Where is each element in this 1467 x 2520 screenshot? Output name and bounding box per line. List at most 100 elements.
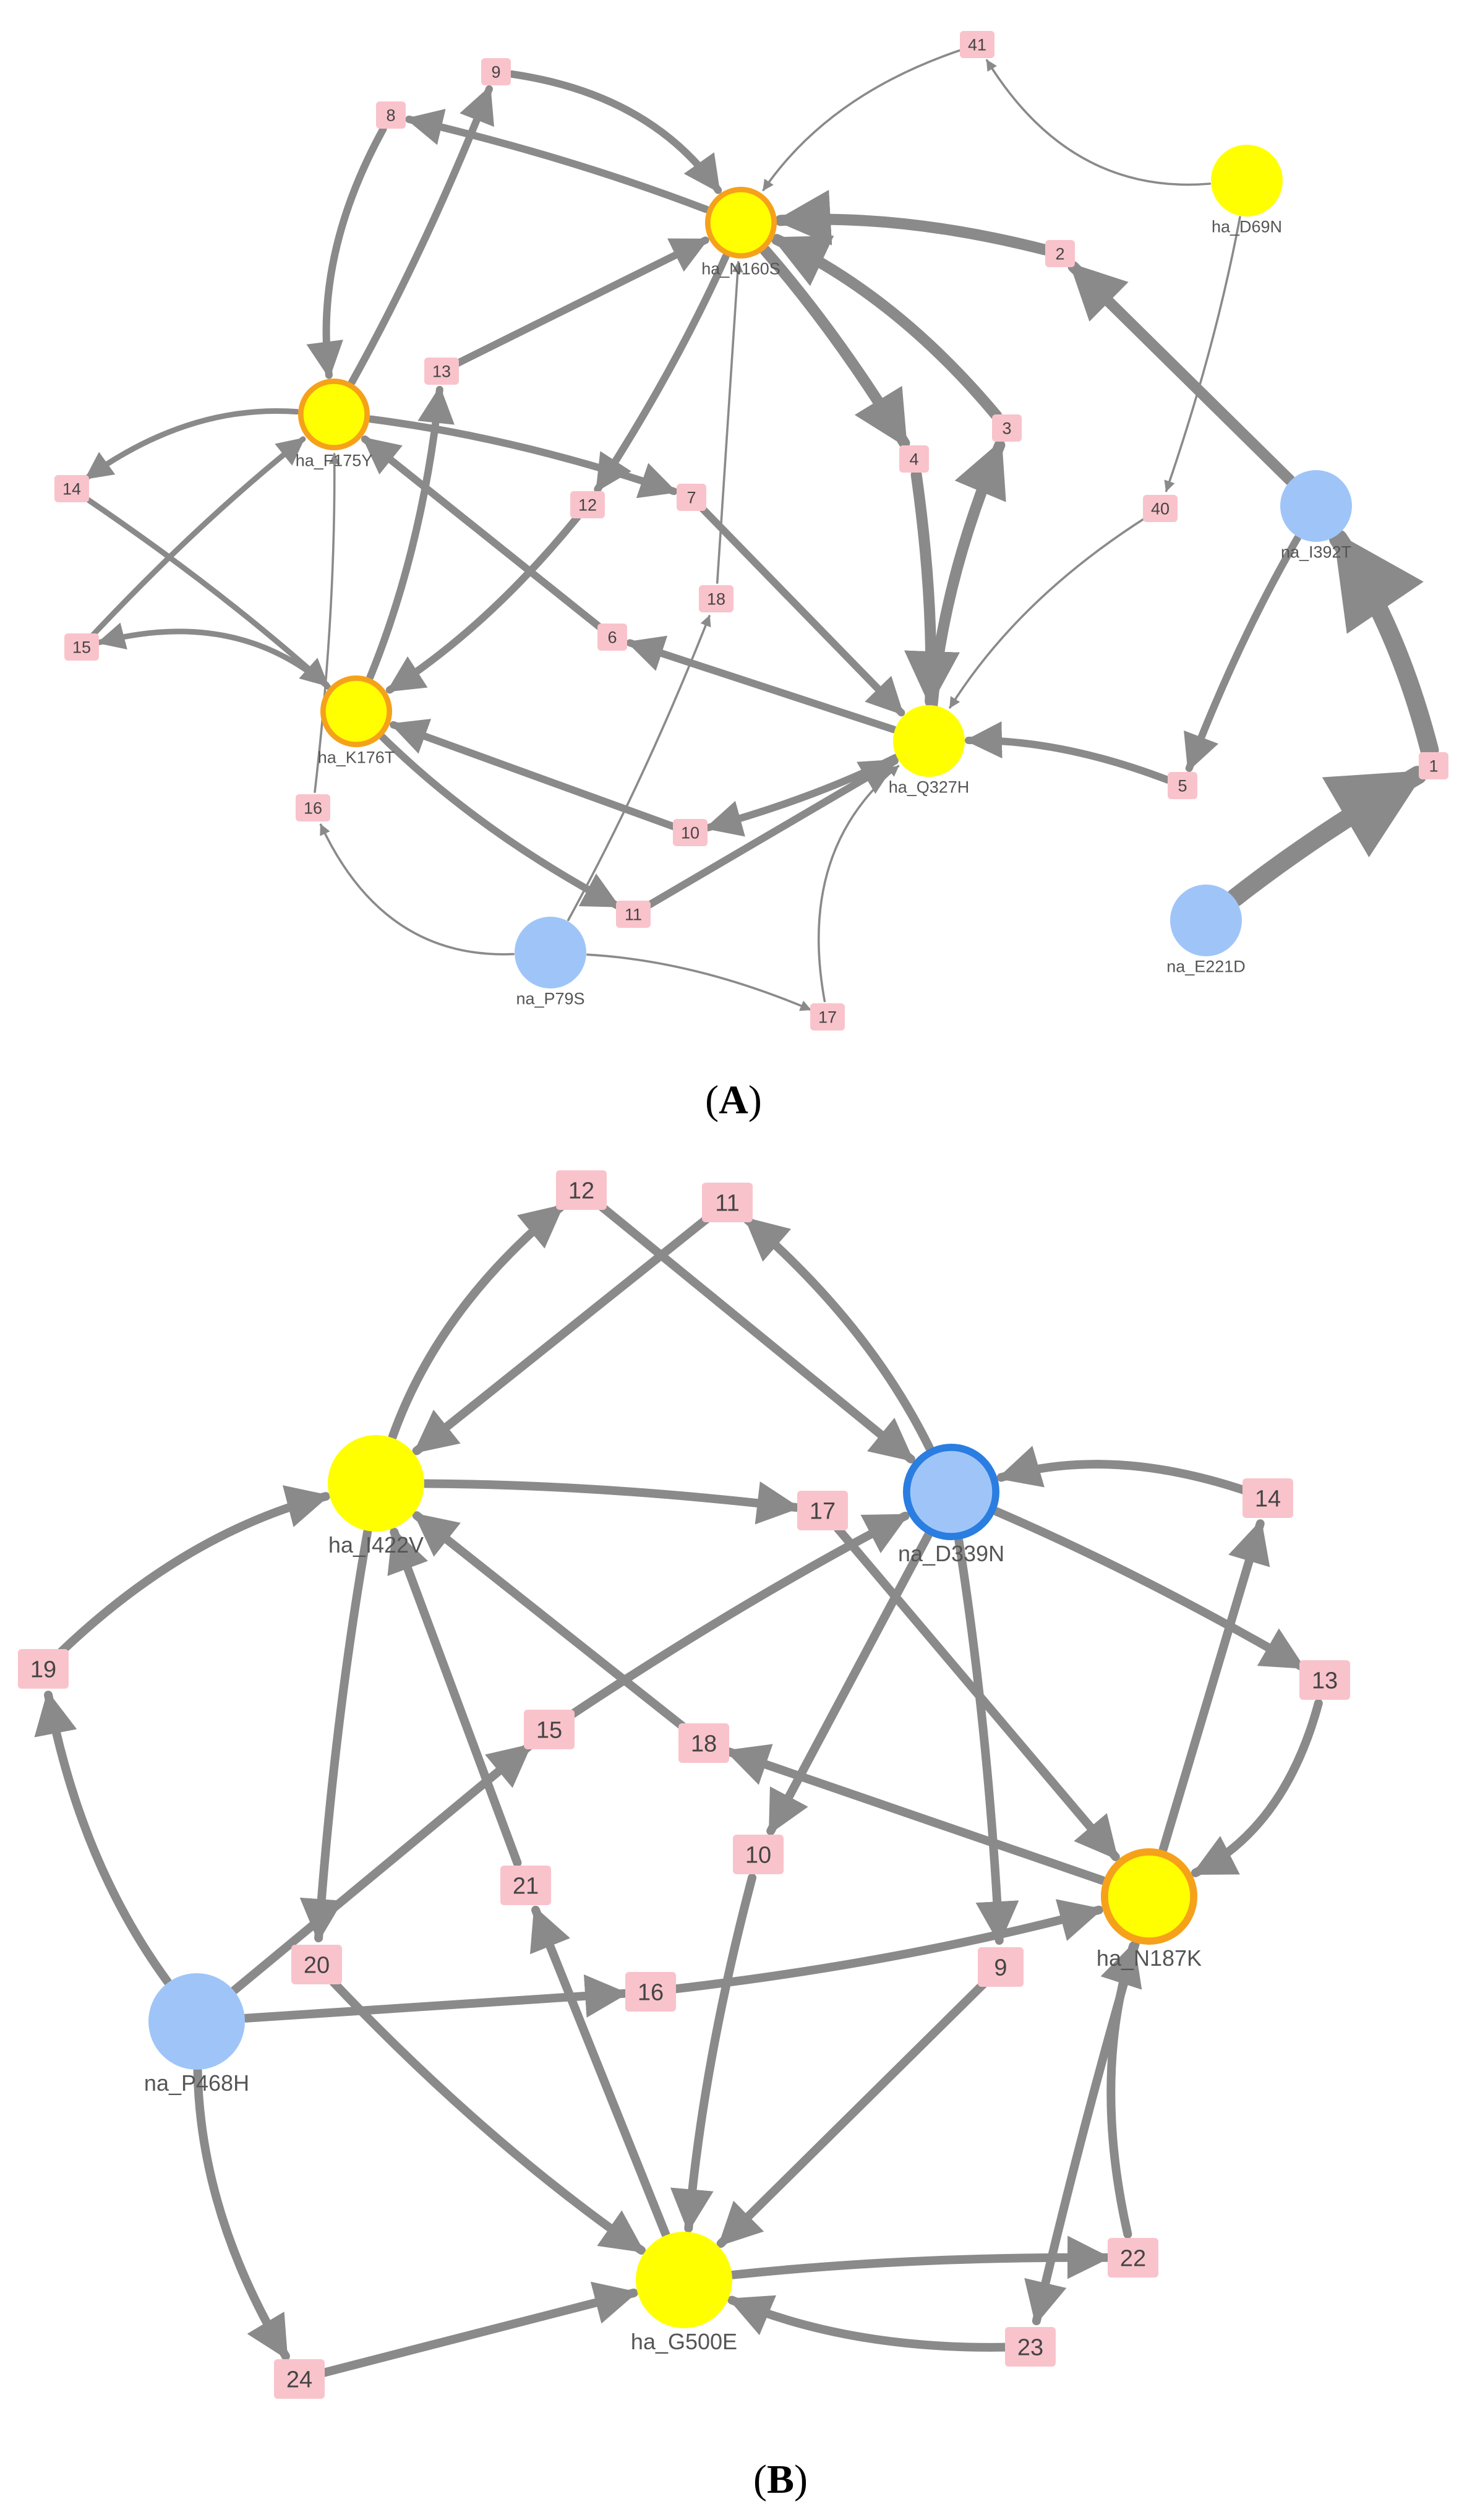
node-circle[interactable] [1280, 470, 1352, 542]
edge-label-box [597, 624, 627, 651]
node-circle[interactable] [515, 917, 586, 988]
edge-label-12: 12 [570, 491, 605, 518]
node-ha-g500e[interactable]: ha_G500E [631, 2232, 737, 2354]
edge-11-to-ha-q327h [643, 757, 899, 910]
edge-label-text: 12 [568, 1178, 594, 1204]
edge-label-box [978, 1947, 1024, 1987]
node-na-p468h[interactable]: na_P468H [144, 1973, 249, 2096]
edge-ha-n187k-to-14 [1158, 1519, 1270, 1854]
edge-16-to-ha-n187k [670, 1899, 1103, 1994]
edge-label-18: 18 [699, 585, 734, 612]
node-circle[interactable] [1211, 145, 1283, 216]
edge-10-to-ha-k176t [390, 719, 679, 831]
edge-16-to-ha-f175y [314, 453, 340, 793]
node-ha-i422v[interactable]: ha_I422V [328, 1435, 424, 1558]
node-circle[interactable] [636, 2232, 732, 2328]
edge-label-6: 6 [597, 624, 627, 651]
edge-label-box [274, 2359, 325, 2399]
edge-na-d339n-to-9 [954, 1536, 1019, 1945]
edge-label-21: 21 [500, 1866, 551, 1905]
edge-6-to-ha-f175y [361, 435, 604, 631]
edge-label-text: 11 [625, 906, 642, 924]
node-ha-k176t[interactable]: ha_K176T [318, 675, 395, 767]
edge-label-14: 14 [1242, 1478, 1293, 1518]
edge-10-to-ha-g500e [670, 1873, 757, 2233]
edge-label-box [1108, 2238, 1158, 2278]
edge-ha-k176t-to-15 [96, 622, 331, 690]
edge-label-box [291, 1945, 342, 1984]
node-ha-n187k[interactable]: ha_N187K [1097, 1848, 1202, 1971]
node-circle[interactable] [328, 1435, 424, 1532]
edge-label-box [810, 1003, 845, 1031]
edge-label-box [424, 358, 459, 385]
edge-label-text: 16 [638, 1980, 664, 2006]
node-na-p79s[interactable]: na_P79S [515, 917, 586, 1008]
edge-13-to-ha-n160s [452, 236, 709, 368]
node-label: ha_Q327H [889, 778, 970, 797]
node-circle[interactable] [1100, 1848, 1197, 1945]
edge-label-5: 5 [1168, 772, 1197, 799]
edge-label-11: 11 [616, 901, 651, 928]
edge-label-text: 16 [304, 799, 322, 818]
node-ha-n160s[interactable]: ha_N160S [701, 187, 781, 278]
edge-18-to-ha-n160s [716, 261, 743, 584]
edge-label-text: 14 [1255, 1486, 1281, 1512]
edge-41-to-ha-n160s [762, 48, 964, 192]
edge-ha-q327h-to-6 [626, 635, 897, 734]
node-circle[interactable] [1170, 885, 1242, 956]
edge-label-13: 13 [424, 358, 459, 385]
node-circle[interactable] [298, 378, 370, 450]
node-circle[interactable] [893, 705, 965, 777]
node-label: ha_D69N [1212, 218, 1282, 236]
node-circle[interactable] [704, 187, 777, 259]
edge-label-box [481, 58, 511, 85]
edge-7-to-ha-q327h [699, 505, 905, 717]
edge-24-to-ha-g500e [318, 2281, 638, 2378]
edge-na-p79s-to-17 [586, 953, 812, 1011]
node-circle[interactable] [148, 1973, 245, 2070]
node-na-e221d[interactable]: na_E221D [1166, 885, 1246, 976]
edge-label-10: 10 [733, 1835, 784, 1874]
edge-ha-k176t-to-11 [379, 733, 621, 909]
edge-label-box [616, 901, 651, 928]
edge-label-text: 12 [578, 496, 597, 515]
node-ha-q327h[interactable]: ha_Q327H [889, 705, 970, 797]
edge-label-16: 16 [625, 1972, 676, 2012]
node-label: ha_N187K [1097, 1945, 1202, 1971]
edge-1-to-na-i392t [1328, 529, 1439, 760]
edge-label-18: 18 [678, 1723, 729, 1763]
node-circle[interactable] [320, 675, 392, 747]
node-ha-f175y[interactable]: ha_F175Y [296, 378, 373, 470]
edge-label-22: 22 [1108, 2238, 1158, 2278]
edge-ha-n160s-to-4 [759, 245, 910, 449]
edge-label-19: 19 [18, 1649, 69, 1689]
edge-ha-n187k-to-23 [1024, 1939, 1140, 2326]
edge-label-text: 1 [1429, 757, 1438, 776]
edge-label-text: 41 [968, 36, 986, 54]
edge-ha-d69n-to-40 [1164, 216, 1241, 492]
edge-ha-i422v-to-20 [299, 1527, 372, 1943]
edge-label-box [733, 1835, 784, 1874]
node-circle[interactable] [902, 1444, 999, 1541]
node-label: ha_G500E [631, 2329, 737, 2354]
node-na-d339n[interactable]: na_D339N [898, 1444, 1004, 1566]
edge-label-box [54, 475, 89, 502]
edge-label-7: 7 [677, 484, 706, 511]
node-label: na_P468H [144, 2070, 249, 2096]
edge-label-text: 7 [686, 489, 696, 507]
edge-label-1: 1 [1419, 752, 1448, 779]
node-ha-d69n[interactable]: ha_D69N [1211, 145, 1283, 236]
node-label: na_E221D [1166, 958, 1246, 976]
node-na-i392t[interactable]: na_I392T [1280, 470, 1352, 562]
edge-label-box [1168, 772, 1197, 799]
edge-na-p468h-to-24 [193, 2066, 290, 2361]
edge-15-to-na-d339n [565, 1511, 910, 1721]
edge-ha-f175y-to-9 [348, 85, 495, 386]
edge-na-d339n-to-11 [743, 1215, 934, 1452]
edge-9-to-ha-n160s [508, 70, 722, 194]
edge-ha-f175y-to-14 [83, 408, 300, 481]
edge-label-box [673, 819, 708, 846]
edge-na-i392t-to-5 [1184, 534, 1301, 772]
